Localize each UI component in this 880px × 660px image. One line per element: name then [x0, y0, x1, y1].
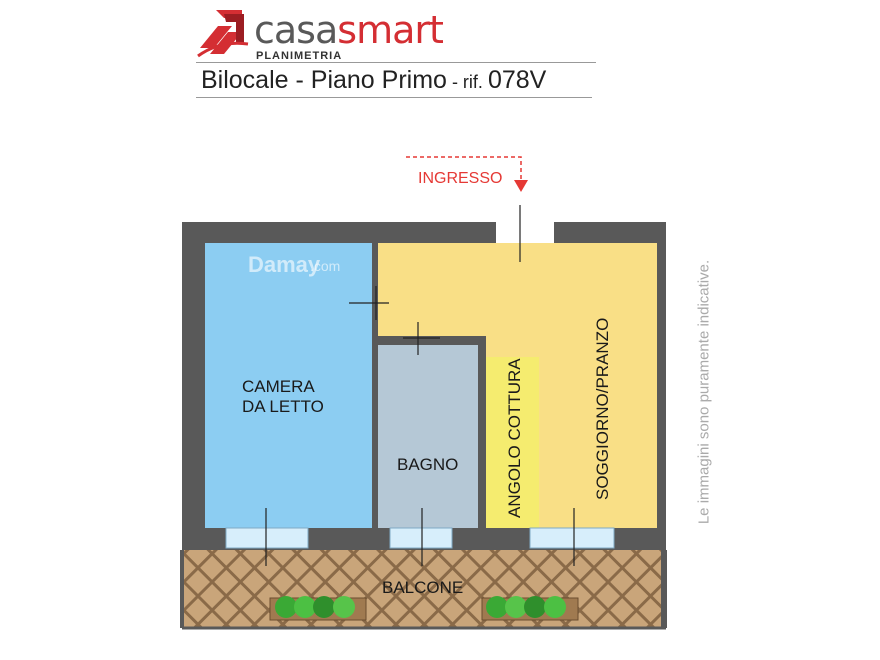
- bathroom-area: [378, 345, 478, 528]
- bathroom-window: [389, 527, 453, 549]
- plan-title-ref: - rif.: [446, 72, 488, 92]
- bedroom-area: [205, 243, 375, 528]
- bathroom-wall-right: [478, 336, 486, 528]
- kitchenette-label: ANGOLO COTTURA: [505, 358, 524, 518]
- balcony-label: BALCONE: [382, 578, 463, 597]
- disclaimer-note: Le immagini sono puramente indicative.: [695, 259, 713, 525]
- kitchenette-area: [486, 357, 539, 528]
- bedroom-window: [225, 527, 309, 549]
- logo: casasmart PLANIMETRIA: [196, 4, 446, 66]
- passage-marks: [265, 205, 575, 566]
- bedroom-label-line1: CAMERA: [242, 377, 315, 396]
- watermark-domain: .com: [310, 258, 340, 274]
- bathroom-label: BAGNO: [397, 455, 458, 474]
- brand-name: casasmart: [254, 8, 444, 52]
- planter-right: [481, 596, 579, 621]
- entrance-label: INGRESSO: [418, 170, 502, 187]
- plan-title-code: 078V: [487, 66, 547, 94]
- house-logo-icon: [197, 10, 249, 58]
- living-label: SOGGIORNO/PRANZO: [593, 318, 612, 500]
- living-window: [529, 527, 615, 549]
- plan-title-main: Bilocale - Piano Primo: [201, 66, 447, 94]
- entrance-door-gap: [496, 222, 554, 243]
- bedroom-label-line2: DA LETTO: [242, 397, 324, 416]
- brand-part2: smart: [337, 8, 444, 52]
- balcony-area: [182, 550, 664, 628]
- bedroom-wall-upper: [372, 243, 378, 336]
- brand-part1: casa: [254, 8, 338, 52]
- brand-subtitle: PLANIMETRIA: [256, 50, 343, 62]
- planter-left: [269, 596, 367, 621]
- header-rule-top: [196, 62, 596, 63]
- header-rule-bottom: [196, 97, 592, 98]
- plan-title: Bilocale - Piano Primo - rif. 078V: [201, 66, 546, 95]
- bathroom-wall-left: [372, 336, 378, 528]
- watermark-main: Damay: [248, 252, 321, 277]
- bathroom-wall-top: [372, 336, 486, 345]
- entrance-arrow-icon: [406, 156, 528, 192]
